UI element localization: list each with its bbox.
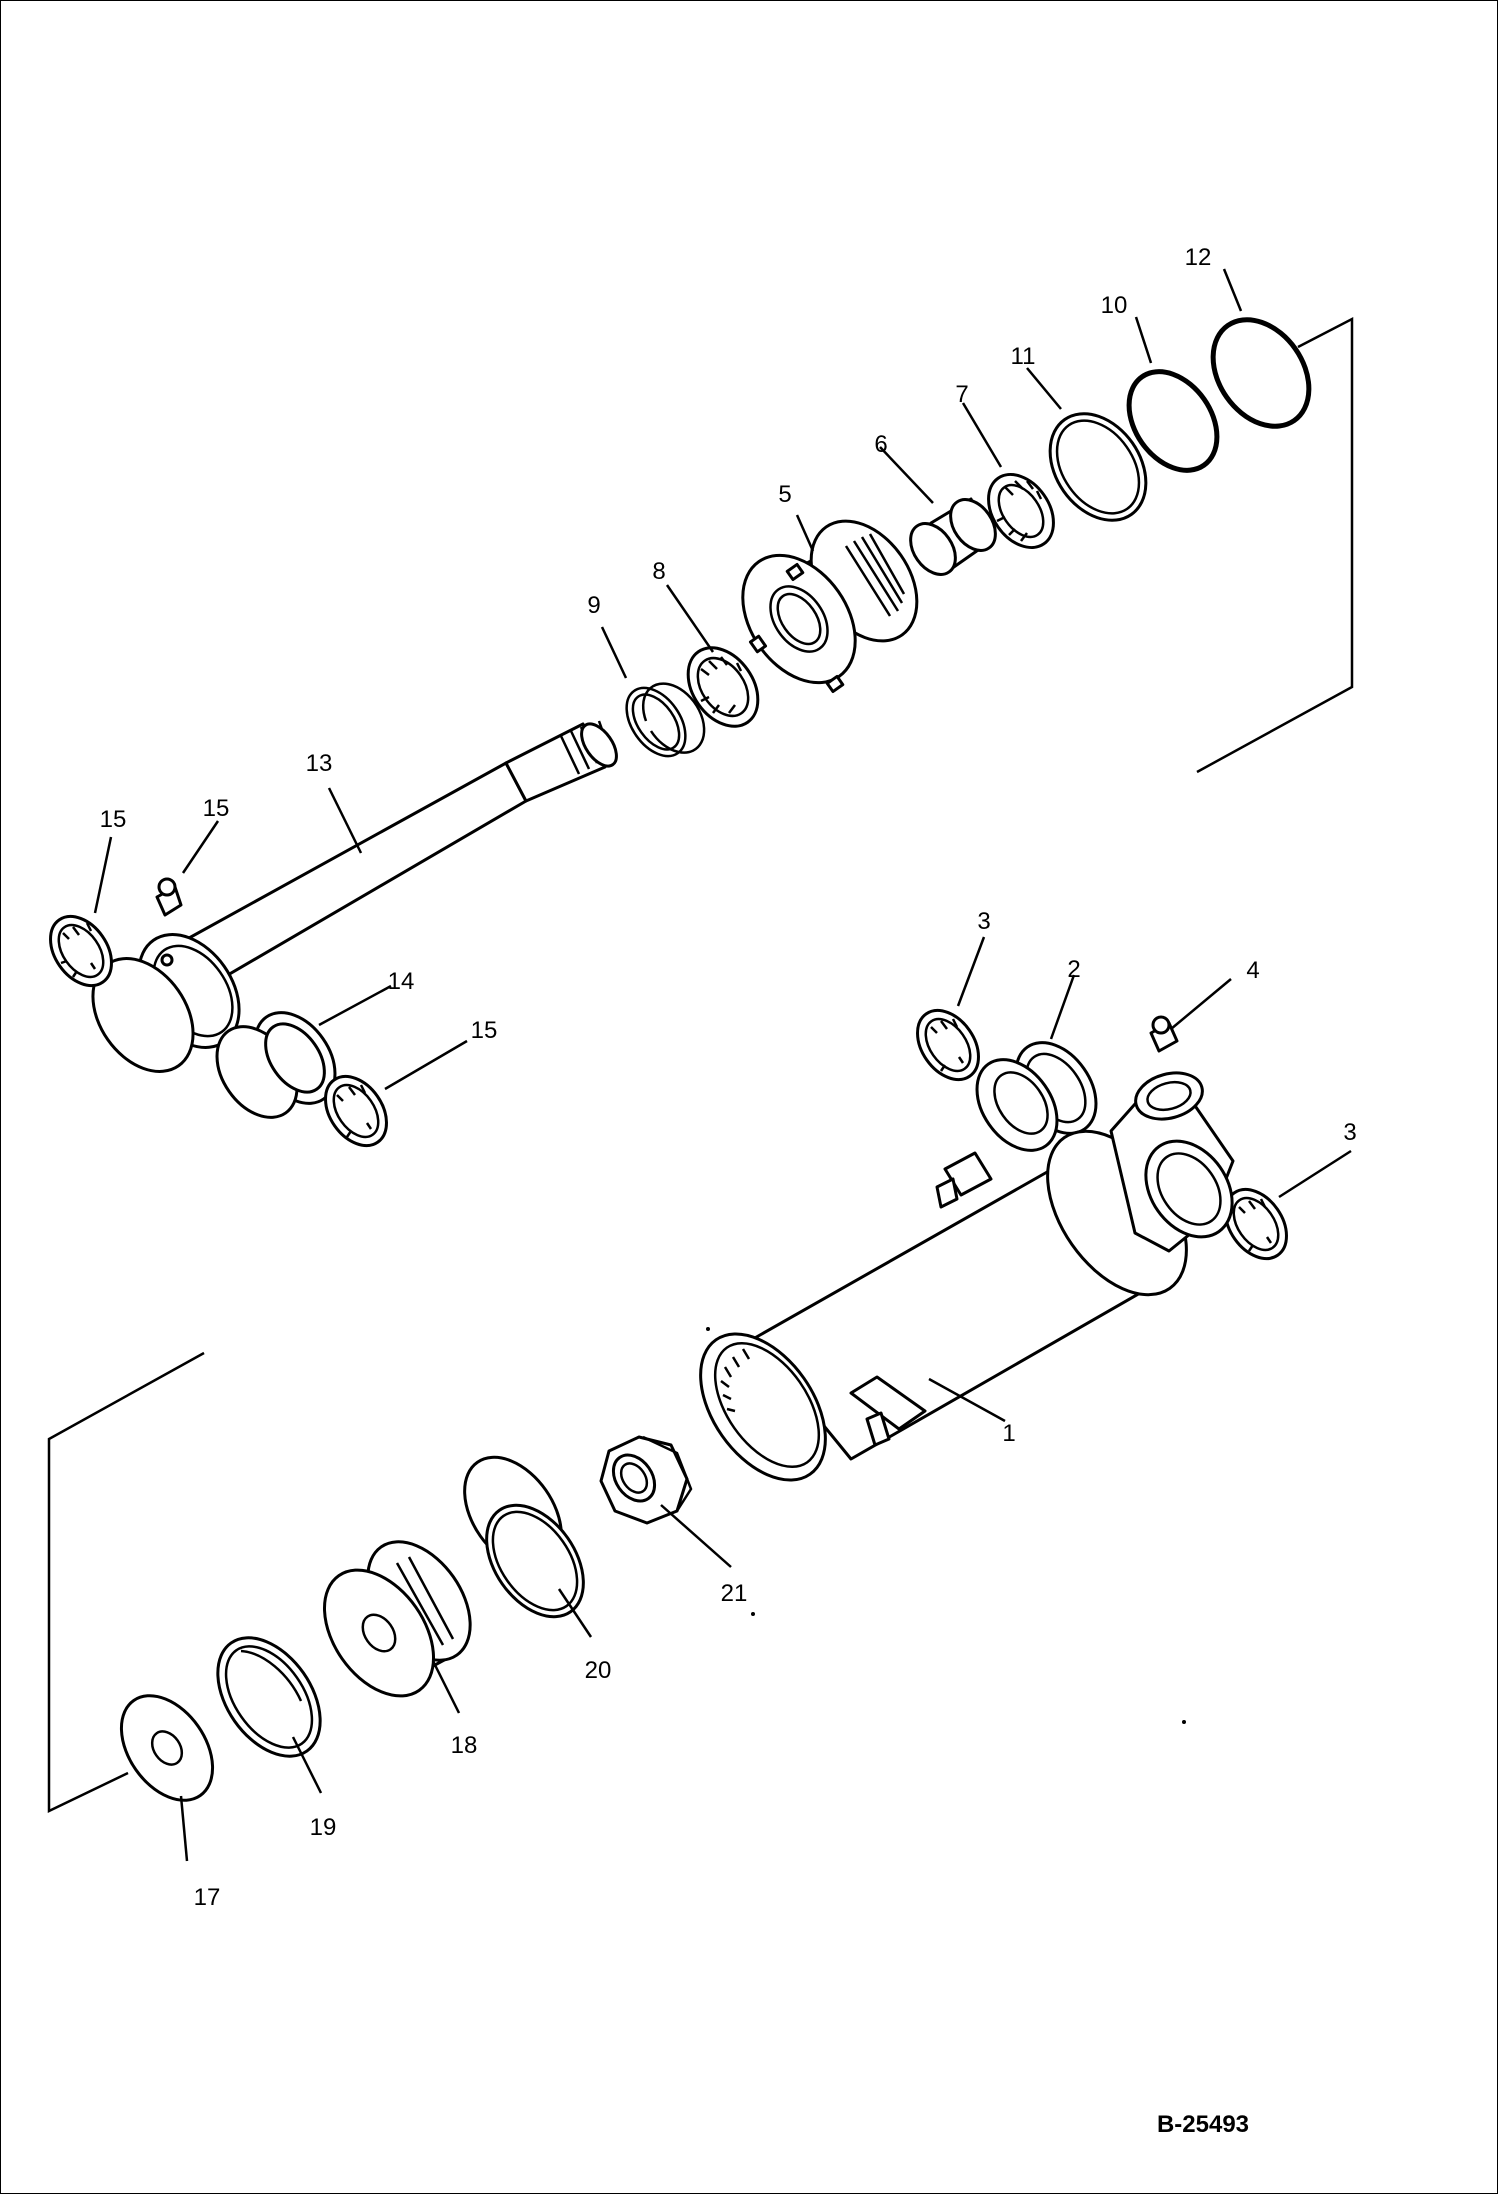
part-10-o-ring — [1126, 369, 1220, 473]
speck — [751, 1612, 755, 1616]
drawing-number: B-25493 — [1157, 2111, 1249, 2138]
part-17-washer — [119, 1694, 215, 1802]
callout-7: 7 — [955, 381, 968, 408]
part-21-nut — [599, 1435, 693, 1525]
speck — [1182, 1720, 1186, 1724]
callout-11: 11 — [1011, 343, 1036, 370]
part-7-dust-seal — [987, 473, 1055, 549]
callout-4: 4 — [1246, 957, 1259, 984]
callout-17: 17 — [194, 1884, 221, 1911]
part-1-cylinder-tube — [699, 1071, 1235, 1482]
callout-1: 1 — [1002, 1420, 1015, 1447]
callout-19: 19 — [310, 1814, 337, 1841]
callout-15-left: 15 — [100, 806, 127, 833]
callout-14: 14 — [388, 968, 415, 995]
callout-3-upper: 3 — [977, 908, 990, 935]
part-12-o-ring — [1210, 317, 1312, 429]
part-3-dust-seal-right — [1224, 1187, 1288, 1261]
callout-15-right: 15 — [471, 1017, 498, 1044]
part-6-bushing — [909, 497, 997, 576]
callout-5: 5 — [778, 481, 791, 508]
callout-9: 9 — [587, 592, 600, 619]
callout-10: 10 — [1101, 292, 1128, 319]
callout-3-right: 3 — [1343, 1119, 1356, 1146]
part-18-piston — [322, 1540, 472, 1698]
upper-group-bracket — [1196, 316, 1354, 774]
callout-6: 6 — [874, 431, 887, 458]
part-15-dust-seal-right — [324, 1074, 388, 1148]
callout-21: 21 — [721, 1580, 748, 1607]
part-5-cylinder-head — [741, 519, 919, 694]
part-14-bushing — [215, 1011, 337, 1119]
part-11-backup-ring — [1048, 412, 1148, 522]
part-2-bushing — [975, 1041, 1098, 1152]
part-4-grease-fitting — [1149, 1015, 1179, 1053]
part-20-wear-ring — [463, 1455, 585, 1619]
part-16-grease-fitting — [155, 877, 183, 917]
callout-12: 12 — [1185, 244, 1212, 271]
part-8-rod-seal — [686, 646, 760, 728]
lower-group-bracket — [47, 1351, 205, 1813]
callout-8: 8 — [652, 558, 665, 585]
leader-lines — [93, 268, 1352, 1862]
part-3-dust-seal-upper — [916, 1008, 980, 1082]
part-13-piston-rod — [91, 720, 618, 1073]
part-19-piston-seal — [216, 1636, 322, 1758]
callout-20: 20 — [585, 1657, 612, 1684]
callout-18: 18 — [451, 1732, 478, 1759]
part-9-snap-ring — [625, 682, 706, 758]
callout-16: 15 — [203, 795, 230, 822]
callout-13: 13 — [306, 750, 333, 777]
speck — [706, 1327, 710, 1331]
part-15-dust-seal-left — [49, 914, 113, 988]
callout-2: 2 — [1067, 956, 1080, 983]
